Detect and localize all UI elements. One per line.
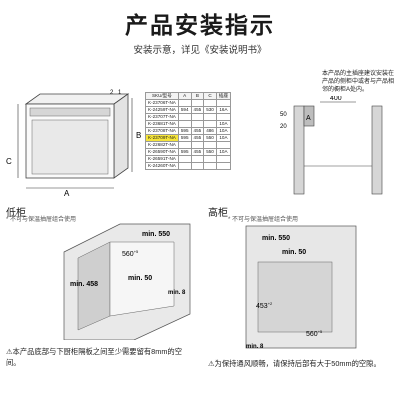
spec-table-header: SKU/型号 A B C 插座	[145, 92, 232, 100]
dim-50: 50	[280, 112, 287, 118]
high-cabinet-title: 高柜	[208, 208, 228, 219]
low-cabinet-title: 低柜	[6, 208, 26, 219]
table-row: K-26591T-NA	[145, 155, 232, 163]
min8-label: min. 8	[168, 290, 186, 296]
warning-high: ⚠为保持通风顺畅，请保持后部有大于50mm的空隙。	[208, 359, 381, 368]
col-c: C	[203, 92, 217, 100]
high-cabinet-note: * 不可与保温抽屉组合使用	[228, 217, 299, 223]
low-cabinet-diagram: min. 550 560+5 min. 50 min. 458 min. 8	[63, 223, 191, 340]
w560-label: 560+5	[122, 249, 139, 258]
table-row: K-24260T-NA	[145, 162, 232, 170]
oven-dimension-drawing: A C B 2 1	[6, 90, 141, 198]
col-socket: 插座	[215, 92, 232, 100]
dim-label-2: 2	[110, 90, 114, 96]
top-right-note: 本产品的主插座建议安装在产品的侧柜中或者与产品相邻的橱柜A处内。	[322, 71, 395, 93]
min50-label: min. 50	[128, 275, 152, 282]
col-a: A	[177, 92, 192, 100]
table-row: K-23706T-NA	[145, 99, 232, 107]
table-row: K-22682T-NA	[145, 141, 232, 149]
min458-label: min. 458	[70, 281, 98, 288]
w560-label: 560+5	[306, 329, 323, 338]
side-cabinet-diagram: 400 A 50 20	[280, 96, 383, 195]
dim-label-a: A	[64, 189, 70, 198]
low-cabinet-note: * 不可与保温抽屉组合使用	[6, 217, 77, 223]
min550-label: min. 550	[262, 235, 290, 242]
table-row: K-23707T-NA	[145, 113, 232, 121]
dim-label-b: B	[136, 131, 141, 140]
col-sku: SKU/型号	[145, 92, 179, 100]
width-400-label: 400	[330, 96, 342, 102]
warning-low: ⚠本产品底部与下厨柜隔板之间至少需要留有8mm的空间。	[6, 347, 182, 367]
page-title: 产品安装指示	[125, 12, 275, 38]
dim-label-1: 1	[118, 90, 122, 96]
min550-label: min. 550	[142, 231, 170, 238]
dim-label-c: C	[6, 157, 12, 166]
label-a: A	[306, 115, 311, 122]
col-b: B	[190, 92, 205, 100]
h453-label: 453+2	[256, 301, 273, 310]
high-cabinet-diagram: min. 550 min. 50 453+2 560+5 min. 8	[245, 225, 357, 350]
dim-20: 20	[280, 124, 287, 130]
min8-label: min. 8	[246, 344, 264, 350]
page-subtitle: 安装示意，详见《安装说明书》	[133, 45, 267, 56]
min50-label: min. 50	[282, 249, 306, 256]
